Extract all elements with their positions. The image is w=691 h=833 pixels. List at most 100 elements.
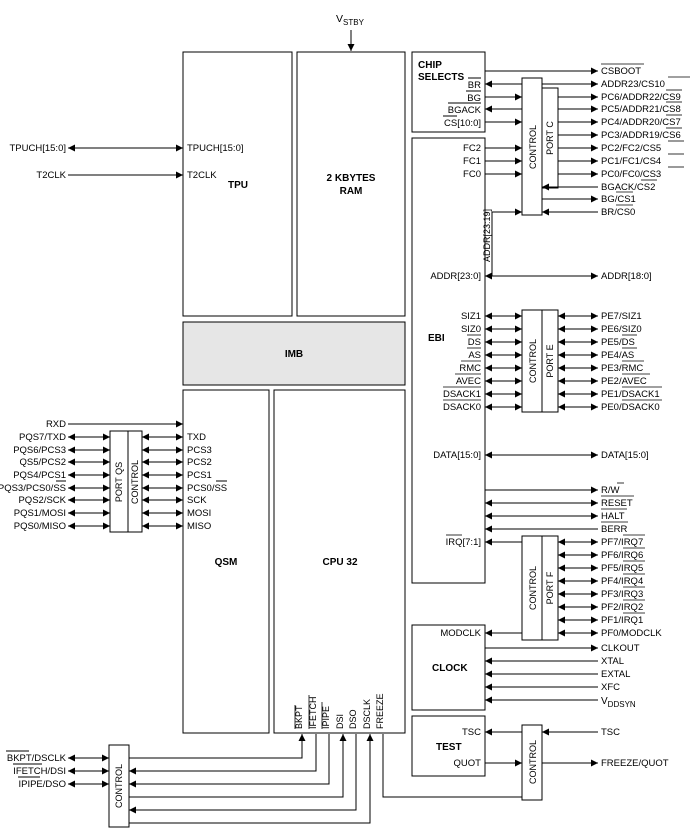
pe-int-4: RMC — [459, 363, 481, 374]
qsm-block — [182, 389, 270, 734]
pf-ext-7: PF0/MODCLK — [601, 628, 662, 639]
port-e-lines — [485, 312, 598, 411]
clock-block — [411, 624, 486, 711]
pe-int-7: DSACK0 — [443, 402, 481, 413]
port-f-label: PORT F — [545, 571, 555, 604]
pf-ext-6: PF1/IRQ1 — [601, 615, 643, 626]
qsm-ext-5: PQS2/SCK — [18, 495, 66, 506]
bus-berr: BERR — [601, 524, 628, 535]
debug-signals — [68, 734, 523, 824]
ebi-addr-ext: ADDR[18:0] — [601, 271, 652, 282]
qs-control-label: CONTROL — [130, 460, 140, 504]
ebi-addr-bus-label: ADDR[23:19] — [482, 209, 492, 262]
ebi-label: EBI — [428, 333, 445, 344]
qsm-ext-4: PQS3/PCS0/SS — [0, 483, 66, 494]
qsm-ext-3: PQS4/PCS1 — [13, 470, 66, 481]
svg-text:VDDSYN: VDDSYN — [601, 696, 636, 709]
bus-rw: R/W — [601, 485, 620, 496]
bus-reset: RESET — [601, 498, 633, 509]
ram-block — [296, 51, 406, 317]
port-e-box — [541, 309, 559, 413]
vstby-label: VSTBY — [336, 13, 365, 27]
pe-ext-6: PE1/DSACK1 — [601, 389, 660, 400]
test-block — [411, 715, 486, 777]
pe-int-2: DS — [468, 337, 481, 348]
pe-int-0: SIZ1 — [461, 311, 481, 322]
debug-ext-0: BKPT/DSCLK — [7, 753, 67, 764]
cs-out-7: PC1/FC1/CS4 — [601, 156, 661, 167]
pf-ext-2: PF5/IRQ5 — [601, 563, 643, 574]
cpu-bkpt: BKPT — [294, 705, 304, 729]
cpu-ifetch: IFETCH — [308, 697, 318, 730]
port-f-lines — [558, 538, 598, 637]
clock-xtal: XTAL — [601, 656, 624, 667]
ebi-fc0: FC0 — [463, 169, 481, 180]
port-f-control-label: CONTROL — [528, 566, 538, 610]
qsm-rxd: RXD — [46, 419, 66, 430]
pe-ext-0: PE7/SIZ1 — [601, 311, 642, 322]
cs-out-8: PC0/FC0/CS3 — [601, 169, 661, 180]
port-e-label: PORT E — [545, 344, 555, 377]
cs-out-2: PC6/ADDR22/CS9 — [601, 92, 681, 103]
pe-int-5: AVEC — [456, 376, 481, 387]
test-lines — [485, 728, 598, 767]
pe-ext-7: PE0/DSACK0 — [601, 402, 660, 413]
test-control-label: CONTROL — [528, 740, 538, 784]
cpu-freeze: FREEZE — [375, 693, 385, 729]
cpu32-label: CPU 32 — [322, 557, 357, 568]
chip-select-internal-lines — [485, 80, 522, 178]
chip-selects-label-line2: SELECTS — [418, 72, 464, 83]
qsm-int-6: MOSI — [187, 508, 211, 519]
tpu-int-t2clk: T2CLK — [187, 170, 217, 181]
ebi-data-int: DATA[15:0] — [433, 450, 481, 461]
cs-out-5: PC3/ADDR19/CS6 — [601, 130, 681, 141]
ram-label-line1: 2 KBYTES — [327, 173, 376, 184]
qs-control-box — [127, 430, 143, 533]
cpu-dsi: DSI — [335, 714, 345, 729]
qsm-ext-6: PQS1/MOSI — [14, 508, 66, 519]
debug-ext-1: IFETCH/DSI — [13, 766, 66, 777]
qsm-ext-1: PQS6/PCS3 — [13, 445, 66, 456]
pe-ext-1: PE6/SIZ0 — [601, 324, 642, 335]
qsm-int-2: PCS2 — [187, 457, 212, 468]
cs-out-6: PC2/FC2/CS5 — [601, 143, 661, 154]
qsm-int-5: SCK — [187, 495, 207, 506]
cs-int-bg: BG — [467, 93, 481, 104]
bus-control-lines — [485, 486, 598, 533]
bus-halt: HALT — [601, 511, 625, 522]
pe-ext-5: PE2/AVEC — [601, 376, 647, 387]
pe-ext-2: PE5/DS — [601, 337, 635, 348]
qsm-signals — [68, 433, 183, 530]
clock-label: CLOCK — [432, 663, 468, 674]
tpu-label: TPU — [228, 180, 248, 191]
ebi-data-ext: DATA[15:0] — [601, 450, 649, 461]
clock-clkout: CLKOUT — [601, 643, 640, 654]
port-c-control-label: CONTROL — [528, 125, 538, 169]
cs-out-10: BG/CS1 — [601, 194, 636, 205]
pf-ext-1: PF6/IRQ6 — [601, 550, 643, 561]
chip-selects-block — [411, 51, 486, 133]
debug-control-label: CONTROL — [114, 764, 124, 808]
debug-ext-2: IPIPE/DSO — [18, 779, 66, 790]
chip-selects-label-line1: CHIP — [418, 60, 442, 71]
test-int-tsc: TSC — [462, 727, 481, 738]
svg-text:VSTBY: VSTBY — [336, 13, 365, 27]
qsm-label: QSM — [215, 557, 238, 568]
chip-select-outputs — [485, 67, 598, 216]
qsm-int-0: TXD — [187, 432, 206, 443]
qsm-int-4: PCS0/SS — [187, 483, 227, 494]
port-qs-label: PORT QS — [114, 462, 124, 502]
pf-ext-3: PF4/IRQ4 — [601, 576, 643, 587]
pf-ext-5: PF2/IRQ2 — [601, 602, 643, 613]
cs-int-cs: CS[10:0] — [444, 118, 481, 129]
pe-int-3: AS — [468, 350, 481, 361]
pe-ext-4: PE3/RMC — [601, 363, 643, 374]
pe-int-1: SIZ0 — [461, 324, 481, 335]
imb-bus — [182, 321, 406, 386]
cpu32-block — [273, 389, 406, 734]
qsm-int-1: PCS3 — [187, 445, 212, 456]
pf-ext-4: PF3/IRQ3 — [601, 589, 643, 600]
cs-out-1: ADDR23/CS10 — [601, 79, 665, 90]
cs-int-bgack: BGACK — [448, 105, 482, 116]
cs-out-11: BR/CS0 — [601, 207, 635, 218]
